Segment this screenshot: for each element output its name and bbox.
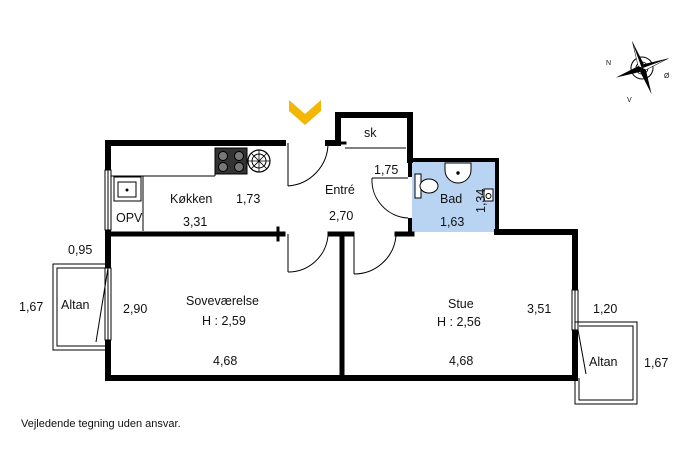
washer [483, 188, 494, 202]
kitchen-dim-a: 1,73 [236, 192, 260, 206]
living-dim-b: 4,68 [449, 354, 473, 368]
compass-o: Ø [664, 73, 670, 80]
bedroom-height: H : 2,59 [202, 314, 246, 328]
doors [287, 142, 409, 275]
bad-dim-a: 1,34 [474, 189, 488, 213]
entre-name: Entré [325, 183, 355, 197]
compass-v: V [627, 97, 632, 104]
entre-dim-b: 2,70 [329, 209, 353, 223]
stove [214, 147, 248, 175]
living-dim-a: 3,51 [527, 302, 551, 316]
kitchen-name: Køkken [170, 192, 212, 206]
sk-label: sk [364, 126, 377, 140]
bedroom-dim-a: 2,90 [123, 302, 147, 316]
disclaimer: Vejledende tegning uden ansvar. [21, 418, 181, 430]
kitchen-opv: OPV [116, 211, 143, 225]
entre-dim-a: 1,75 [374, 163, 398, 177]
labels: Køkken 1,73 3,31 OPV Entré 1,75 2,70 sk … [19, 60, 670, 430]
balcony-right-height: 1,67 [644, 356, 668, 370]
washbasin [444, 162, 472, 184]
balcony-left-width: 0,95 [68, 243, 92, 257]
bedroom-name: Soveværelse [186, 294, 259, 308]
balcony-left-name: Altan [61, 298, 90, 312]
kitchen-dim-b: 3,31 [183, 215, 207, 229]
living-window [571, 289, 579, 331]
bedroom-dim-b: 4,68 [213, 354, 237, 368]
balcony-left-height: 1,67 [19, 300, 43, 314]
bad-dim-b: 1,63 [440, 215, 464, 229]
sink [113, 176, 142, 202]
entrance-arrow-icon [289, 100, 321, 125]
balcony-right-width: 1,20 [593, 302, 617, 316]
compass-n: N [606, 60, 611, 67]
toilet [414, 173, 439, 199]
balcony-right [574, 321, 638, 405]
walls [105, 112, 578, 381]
living-height: H : 2,56 [437, 315, 481, 329]
kitchen-window [104, 169, 112, 231]
compass-icon [615, 41, 669, 95]
bad-name: Bad [440, 192, 462, 206]
fan-icon [247, 149, 271, 173]
balcony-left [52, 263, 109, 351]
living-name: Stue [448, 297, 474, 311]
balcony-right-name: Altan [589, 355, 618, 369]
